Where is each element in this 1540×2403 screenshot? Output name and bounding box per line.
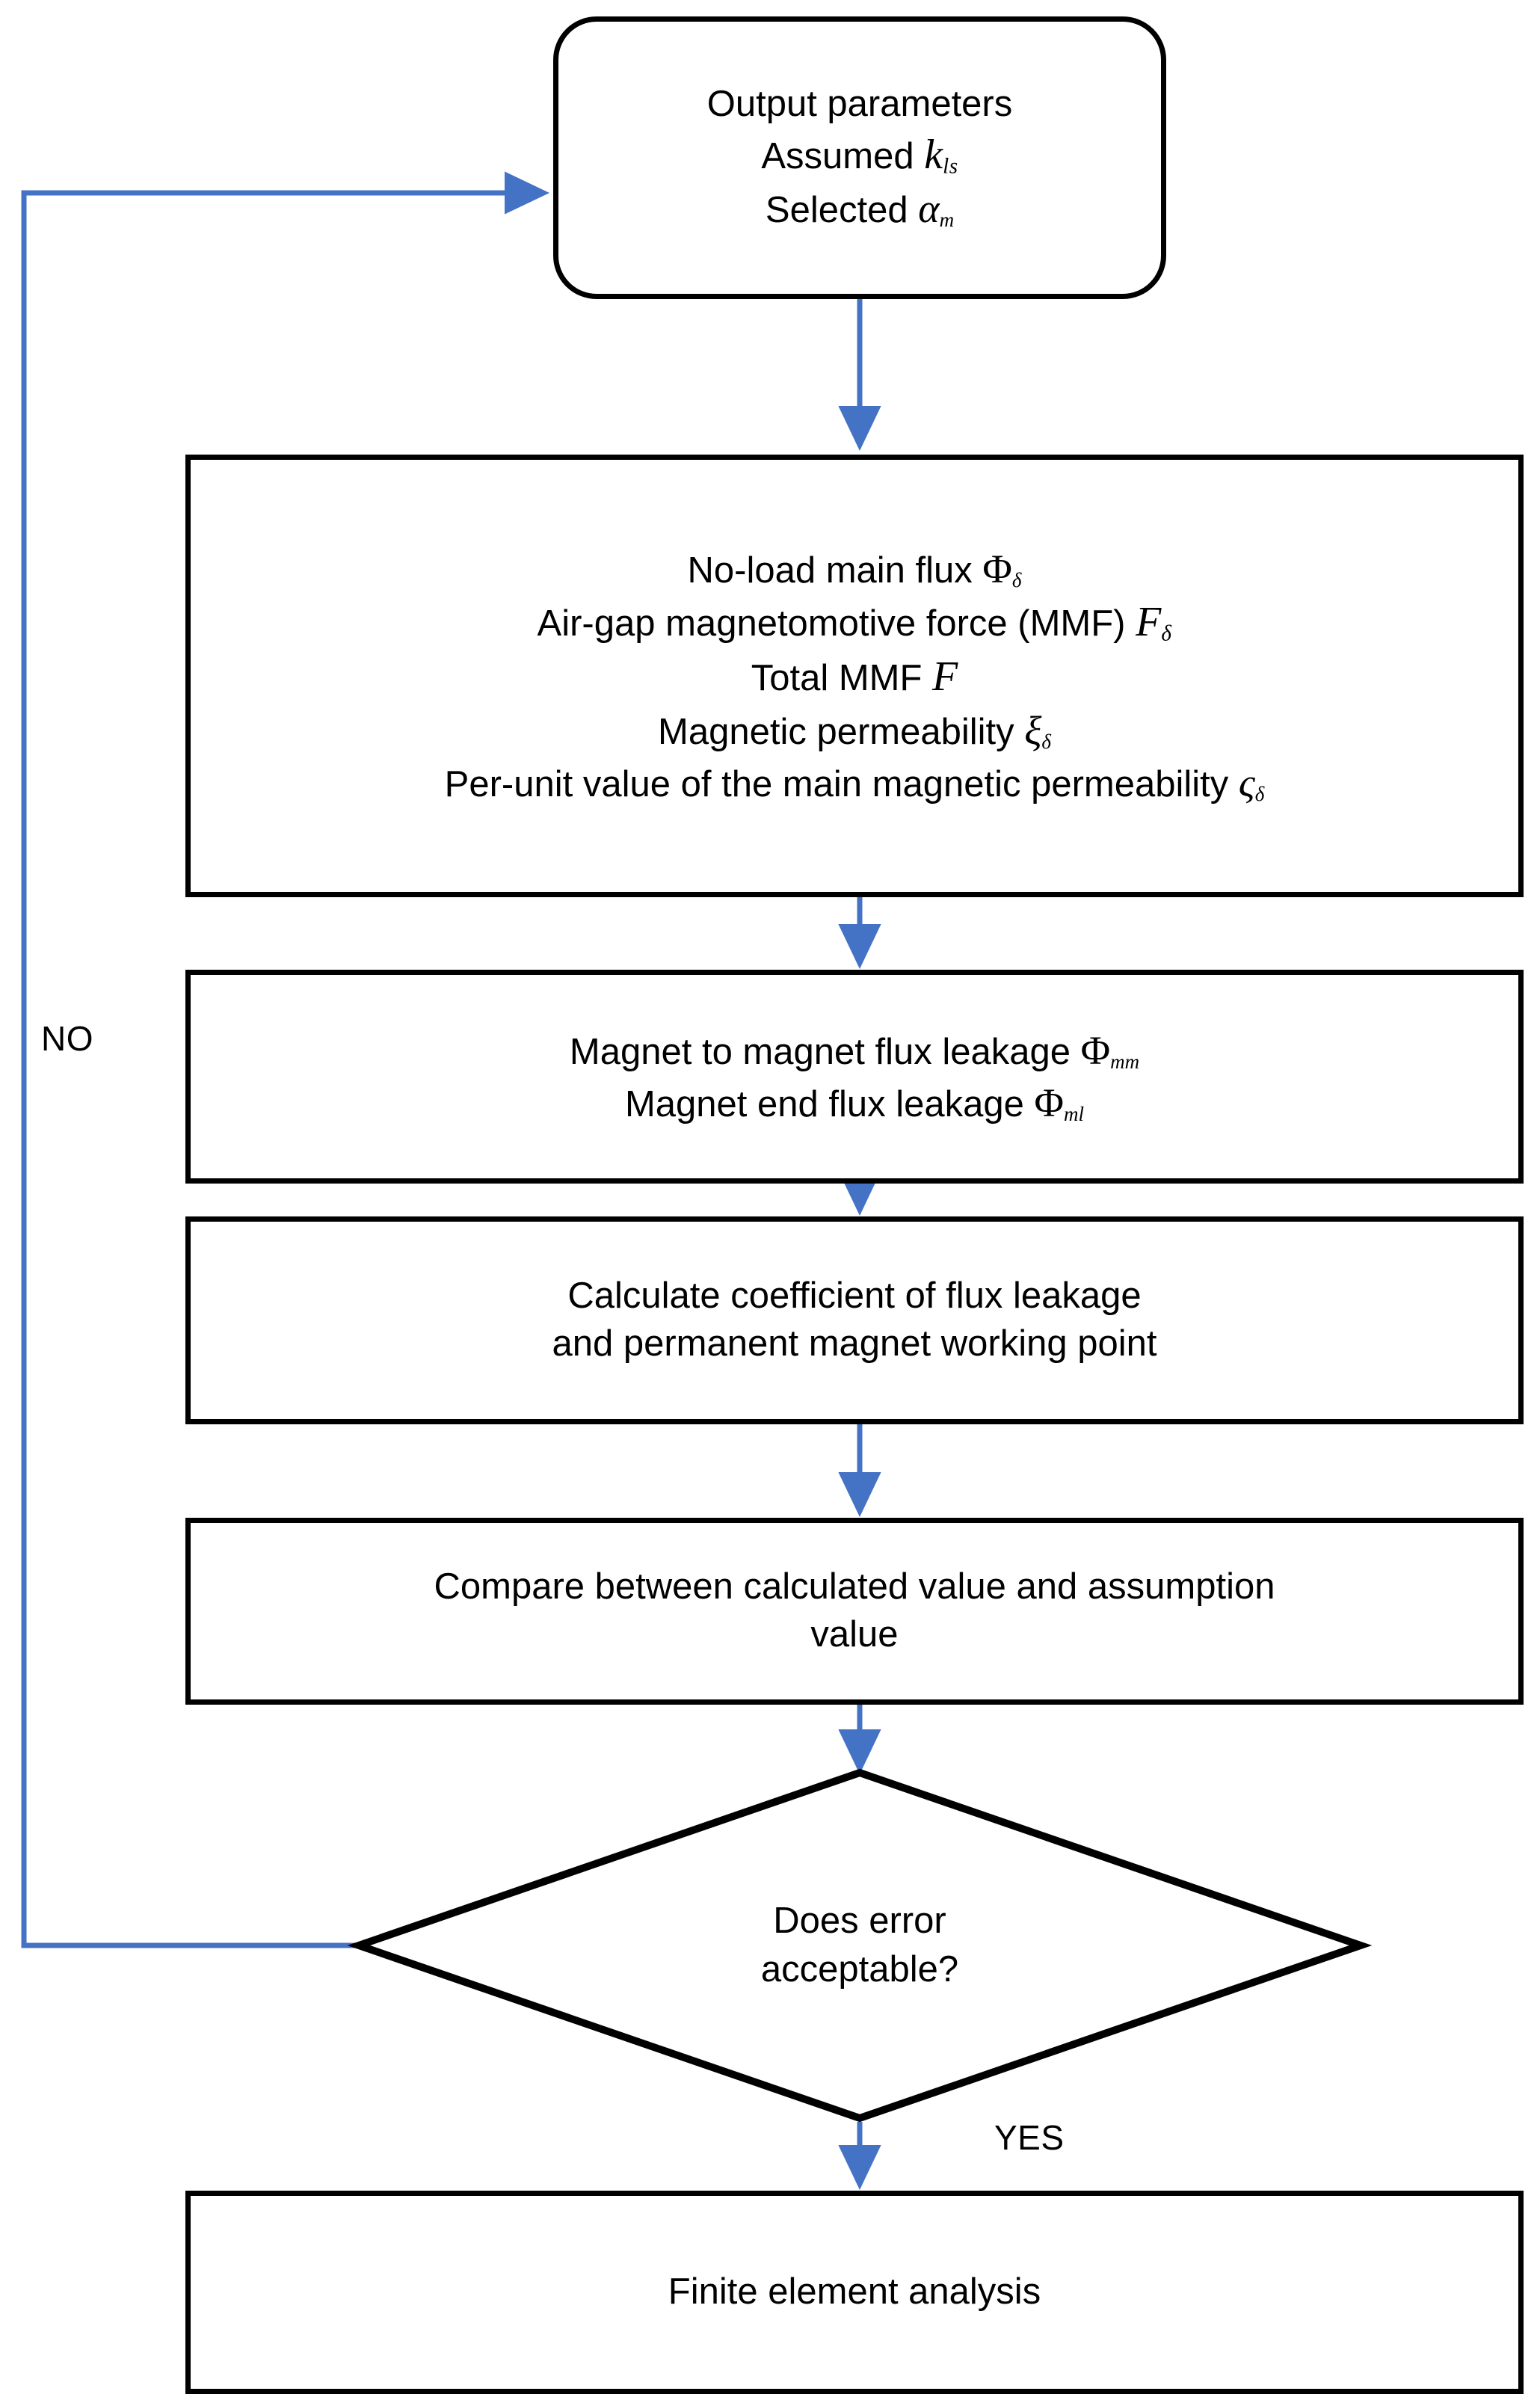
node-calculate-coefficient[interactable]: Calculate coefficient of flux leakage an… (185, 1216, 1524, 1424)
compare-line-1: Compare between calculated value and ass… (434, 1566, 1275, 1607)
f-delta-symbol: Fδ (1136, 599, 1172, 646)
arrow-decision-no-feedback (21, 171, 550, 1948)
flux-leakage-line-1: Magnet to magnet flux leakage Φmm (569, 1027, 1140, 1073)
edge-label-yes: YES (994, 2118, 1065, 2157)
node-decision-error-acceptable[interactable]: Does error acceptable? (347, 1768, 1373, 2123)
edge-label-no: NO (41, 1019, 93, 1058)
phi-delta-symbol: Φδ (982, 546, 1022, 591)
no-load-line-1: No-load main flux Φδ (687, 546, 1022, 591)
selected-text: Selected (765, 190, 919, 231)
node-finite-element-analysis[interactable]: Finite element analysis (185, 2191, 1524, 2394)
k-ls-symbol: kls (924, 132, 958, 179)
no-load-line-5: Per-unit value of the main magnetic perm… (444, 760, 1265, 805)
finite-element-line-1: Finite element analysis (668, 2271, 1041, 2313)
output-parameters-line-1: Output parameters (706, 83, 1013, 124)
phi-mm-symbol: Φmm (1080, 1027, 1140, 1073)
phi-ml-symbol: Φml (1034, 1080, 1085, 1125)
flux-leakage-line-2: Magnet end flux leakage Φml (624, 1080, 1085, 1125)
assumed-text: Assumed (761, 136, 925, 177)
output-parameters-line-3: Selected αm (578, 182, 1142, 235)
xi-delta-symbol: ξδ (1024, 707, 1051, 753)
no-load-line-2: Air-gap magnetomotive force (MMF) Fδ (537, 599, 1172, 646)
calculate-coefficient-line-2: and permanent magnet working point (552, 1323, 1157, 1364)
node-compare-values[interactable]: Compare between calculated value and ass… (185, 1518, 1524, 1705)
no-load-line-3: Total MMF F (751, 653, 958, 700)
alpha-m-symbol: αm (918, 186, 955, 232)
output-parameters-line-2: Assumed kls (578, 128, 1142, 182)
no-load-line-4: Magnetic permeability ξδ (658, 707, 1051, 753)
node-output-parameters[interactable]: Output parameters Assumed kls Selected α… (553, 16, 1166, 299)
node-no-load-calculations[interactable]: No-load main flux Φδ Air-gap magnetomoti… (185, 455, 1524, 897)
calculate-coefficient-line-1: Calculate coefficient of flux leakage (567, 1276, 1142, 1317)
f-symbol: F (932, 653, 958, 700)
sigma-delta-symbol: ςδ (1238, 760, 1265, 805)
node-flux-leakage[interactable]: Magnet to magnet flux leakage Φmm Magnet… (185, 970, 1524, 1184)
compare-line-2: value (810, 1614, 899, 1655)
